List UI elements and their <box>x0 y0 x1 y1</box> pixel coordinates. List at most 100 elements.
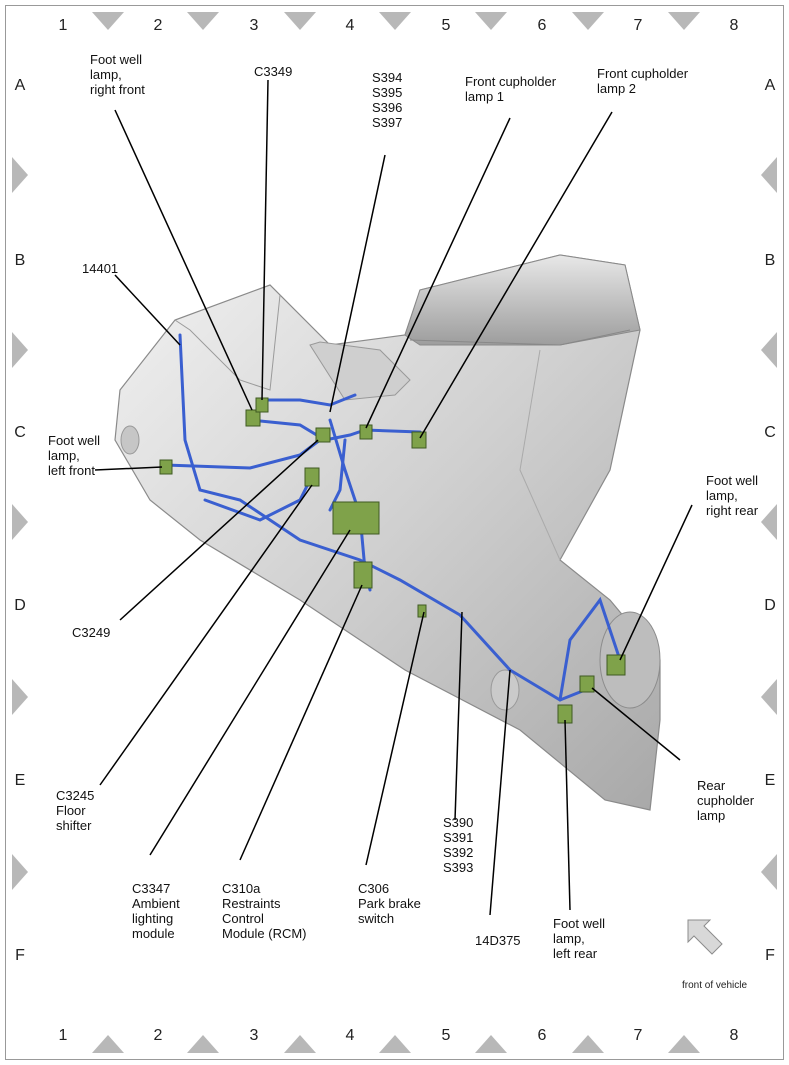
label-line: Foot well <box>553 916 605 931</box>
row-label-left: A <box>15 77 26 94</box>
label-line: Park brake <box>358 896 421 911</box>
label-line: S390 <box>443 815 473 830</box>
row-label-right: D <box>764 597 776 614</box>
label-line: S395 <box>372 85 402 100</box>
grid-marker-left <box>12 504 28 540</box>
grid-marker-left <box>12 157 28 193</box>
column-label-top: 5 <box>442 17 451 34</box>
row-label-left: C <box>14 424 26 441</box>
label-line: left rear <box>553 946 598 961</box>
grid-marker-right <box>761 679 777 715</box>
row-label-left: F <box>15 947 25 964</box>
label-line: S391 <box>443 830 473 845</box>
label-line: lamp 1 <box>465 89 504 104</box>
grid-marker-left <box>12 679 28 715</box>
grid-marker-bottom <box>668 1035 700 1053</box>
front-of-vehicle-label: front of vehicle <box>682 980 747 991</box>
grid-marker-right <box>761 157 777 193</box>
label-line: 14D375 <box>475 933 521 948</box>
grid-marker-top <box>379 12 411 30</box>
connector-c310a <box>353 561 373 589</box>
label-line: Rear <box>697 778 726 793</box>
connector-ambient-module <box>332 501 380 535</box>
row-label-right: E <box>765 772 776 789</box>
label-line: left front <box>48 463 95 478</box>
column-label-bottom: 5 <box>442 1027 451 1044</box>
label-line: Ambient <box>132 896 180 911</box>
column-label-top: 4 <box>346 17 355 34</box>
grid-marker-bottom <box>187 1035 219 1053</box>
leader-lines <box>94 79 693 916</box>
column-label-top: 6 <box>538 17 547 34</box>
label-line: S394 <box>372 70 402 85</box>
row-label-right: C <box>764 424 776 441</box>
column-label-bottom: 3 <box>250 1027 259 1044</box>
connector-c3349 <box>255 397 269 413</box>
column-label-bottom: 7 <box>634 1027 643 1044</box>
label-line: right rear <box>706 503 759 518</box>
label-line: lamp, <box>90 67 122 82</box>
label-line: C306 <box>358 881 389 896</box>
label-line: switch <box>358 911 394 926</box>
label-14401: 14401 <box>82 261 118 276</box>
front-of-vehicle-arrow-icon <box>687 919 723 955</box>
grid-marker-top <box>92 12 124 30</box>
connector-front-cupholder-2 <box>411 431 427 449</box>
connector-rear-cupholder <box>579 675 595 693</box>
label-line: C310a <box>222 881 261 896</box>
grid-marker-top <box>475 12 507 30</box>
connector-c3245 <box>304 467 320 487</box>
grid-marker-left <box>12 854 28 890</box>
connectors <box>159 397 626 724</box>
label-line: lighting <box>132 911 173 926</box>
grid-marker-top <box>187 12 219 30</box>
grid-marker-left <box>12 332 28 368</box>
connector-c306 <box>417 604 427 618</box>
row-label-left: B <box>15 252 26 269</box>
label-line: lamp, <box>706 488 738 503</box>
grid-marker-bottom <box>572 1035 604 1053</box>
label-14d375: 14D375 <box>475 933 521 948</box>
grid-marker-right <box>761 504 777 540</box>
column-label-top: 1 <box>59 17 68 34</box>
row-label-left: D <box>14 597 26 614</box>
label-line: S393 <box>443 860 473 875</box>
grid-marker-top <box>668 12 700 30</box>
column-label-bottom: 4 <box>346 1027 355 1044</box>
column-label-bottom: 6 <box>538 1027 547 1044</box>
column-label-top: 3 <box>250 17 259 34</box>
column-label-bottom: 2 <box>154 1027 163 1044</box>
grid-markers <box>12 12 777 1053</box>
label-line: Floor <box>56 803 86 818</box>
label-line: right front <box>90 82 145 97</box>
column-label-top: 7 <box>634 17 643 34</box>
connector-foot-well-right-rear <box>606 654 626 676</box>
label-line: module <box>132 926 175 941</box>
column-label-top: 2 <box>154 17 163 34</box>
column-label-bottom: 8 <box>730 1027 739 1044</box>
label-line: C3249 <box>72 625 110 640</box>
label-line: C3347 <box>132 881 170 896</box>
grid-marker-right <box>761 854 777 890</box>
label-line: 14401 <box>82 261 118 276</box>
label-line: Foot well <box>706 473 758 488</box>
grid-marker-right <box>761 332 777 368</box>
console-body <box>114 254 661 811</box>
label-line: Foot well <box>48 433 100 448</box>
row-label-right: F <box>765 947 775 964</box>
label-line: Front cupholder <box>465 74 557 89</box>
row-label-right: A <box>765 77 776 94</box>
grid-marker-bottom <box>475 1035 507 1053</box>
row-label-left: E <box>15 772 26 789</box>
grid-marker-top <box>284 12 316 30</box>
connector-c3249 <box>315 427 331 443</box>
label-line: lamp 2 <box>597 81 636 96</box>
